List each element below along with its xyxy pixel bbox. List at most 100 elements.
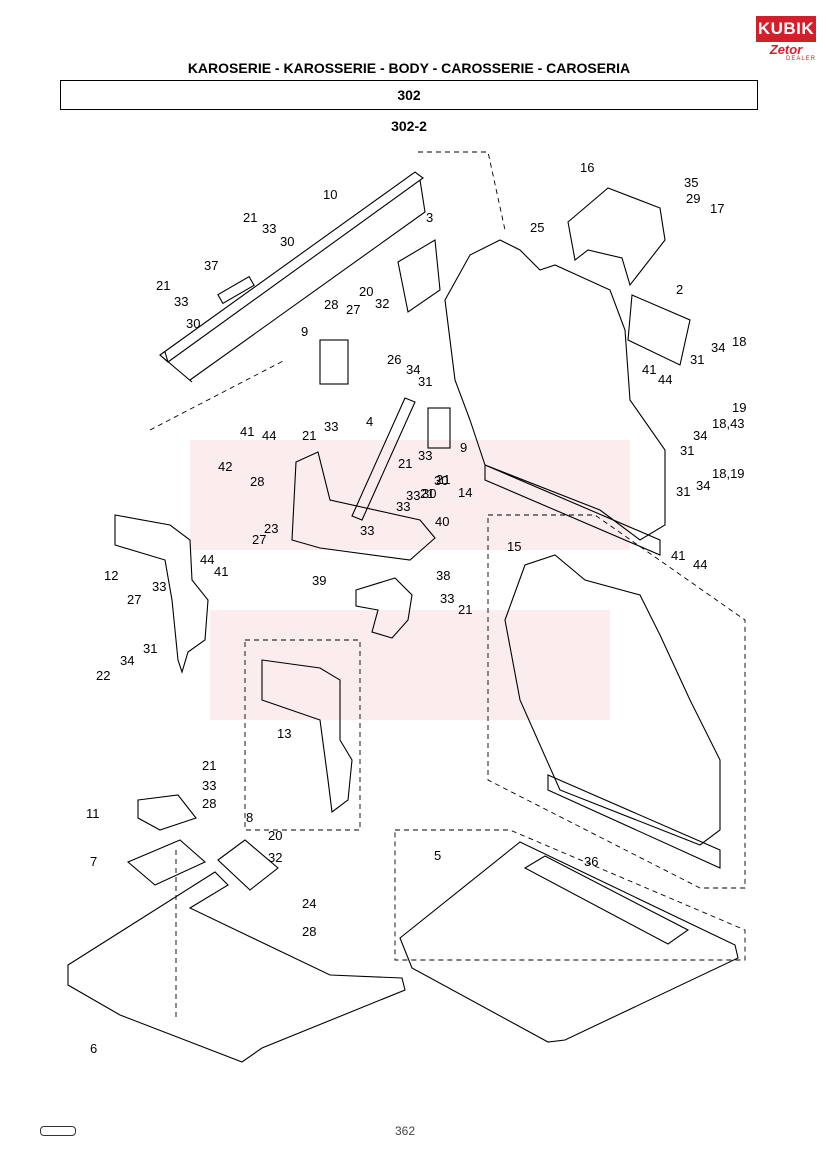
callout-21: 21	[436, 472, 450, 487]
callout-21: 21	[420, 486, 434, 501]
footer-badge	[40, 1126, 76, 1136]
callout-14: 14	[458, 485, 472, 500]
part-9-bracket-b	[427, 407, 451, 449]
dashed-link-pivot	[149, 359, 286, 431]
callout-33: 33	[396, 499, 410, 514]
callout-15: 15	[507, 539, 521, 554]
callout-41: 41	[642, 362, 656, 377]
callout-31: 31	[676, 484, 690, 499]
part-9-bracket-a	[319, 339, 349, 385]
part-6-floor	[67, 871, 406, 1063]
part-14-flange	[484, 464, 661, 556]
dashed-box-5	[394, 829, 746, 961]
part-3-plate	[397, 239, 441, 313]
part-2-panel	[627, 294, 691, 366]
callout-9: 9	[301, 324, 308, 339]
part-36-rail	[523, 855, 690, 945]
part-15-flange	[547, 774, 721, 869]
dashed-groups	[149, 151, 746, 1020]
logo-brand: KUBIK	[756, 16, 816, 42]
callout-21: 21	[156, 278, 170, 293]
part-39-frame	[291, 451, 436, 561]
callout-5: 5	[434, 848, 441, 863]
callout-35: 35	[684, 175, 698, 190]
part-16-bracket	[567, 187, 666, 287]
group-number: 302	[60, 80, 758, 110]
callout-33: 33	[418, 448, 432, 463]
callout-40: 40	[435, 514, 449, 529]
part-7-pad	[126, 839, 206, 886]
watermark	[190, 440, 630, 720]
callout-30: 30	[434, 473, 448, 488]
callout-28: 28	[202, 796, 216, 811]
callout-22: 22	[96, 668, 110, 683]
callout-16: 16	[580, 160, 594, 175]
callout-33: 33	[174, 294, 188, 309]
callout-30: 30	[280, 234, 294, 249]
callout-44: 44	[658, 372, 672, 387]
callout-26: 26	[387, 352, 401, 367]
callout-28: 28	[250, 474, 264, 489]
callout-23: 23	[264, 521, 278, 536]
callout-8: 8	[246, 810, 253, 825]
callout-32: 32	[375, 296, 389, 311]
callout-41: 41	[214, 564, 228, 579]
callout-33: 33	[202, 778, 216, 793]
callout-33: 33	[324, 419, 338, 434]
callout-10: 10	[323, 187, 337, 202]
callout-39: 39	[312, 573, 326, 588]
callout-11: 11	[86, 806, 100, 821]
callout-27: 27	[346, 302, 360, 317]
callout-31: 31	[143, 641, 157, 656]
kubik-zetor-logo: KUBIK Zetor DEALER	[756, 16, 816, 64]
callout-30: 30	[186, 316, 200, 331]
callout-13: 13	[277, 726, 291, 741]
callout-33: 33	[262, 221, 276, 236]
callout-4: 4	[366, 414, 373, 429]
part-12-post	[114, 514, 209, 674]
callout-18: 18	[732, 334, 746, 349]
part-14-shroud	[444, 239, 666, 541]
logo-tag: DEALER	[785, 56, 816, 62]
part-13-post	[261, 659, 353, 814]
dashed-box-15	[487, 514, 746, 889]
callout-3: 3	[426, 210, 433, 225]
callout-38: 38	[436, 568, 450, 583]
callout-21: 21	[202, 758, 216, 773]
callout-33: 33	[152, 579, 166, 594]
callout-34: 34	[120, 653, 134, 668]
callout-27: 27	[252, 532, 266, 547]
part-11-bracket	[137, 794, 197, 831]
callout-2: 2	[676, 282, 683, 297]
page-number: 362	[394, 1124, 416, 1138]
callout-34: 34	[696, 478, 710, 493]
callout-24: 24	[302, 896, 316, 911]
callout-9: 9	[460, 440, 467, 455]
callout-20: 20	[359, 284, 373, 299]
subgroup-number: 302-2	[391, 118, 427, 134]
part-8-pad	[217, 839, 279, 891]
callout-33: 33	[440, 591, 454, 606]
callout-21: 21	[302, 428, 316, 443]
callout-33: 33	[406, 488, 420, 503]
dashed-box-13	[244, 639, 361, 831]
callout-44: 44	[200, 552, 214, 567]
callout-44: 44	[262, 428, 276, 443]
part-4-strut	[351, 397, 416, 521]
callout-27: 27	[127, 592, 141, 607]
callout-41: 41	[671, 548, 685, 563]
callout-7: 7	[90, 854, 97, 869]
callout-6: 6	[90, 1041, 97, 1056]
callout-34: 34	[693, 428, 707, 443]
callout-32: 32	[268, 850, 282, 865]
callout-34: 34	[406, 362, 420, 377]
callout-28: 28	[302, 924, 316, 939]
part-37-bar	[217, 275, 255, 305]
callout-41: 41	[240, 424, 254, 439]
callout-42: 42	[218, 459, 232, 474]
part-15-shroud	[504, 554, 721, 846]
callout-31: 31	[680, 443, 694, 458]
callout-36: 36	[584, 854, 598, 869]
